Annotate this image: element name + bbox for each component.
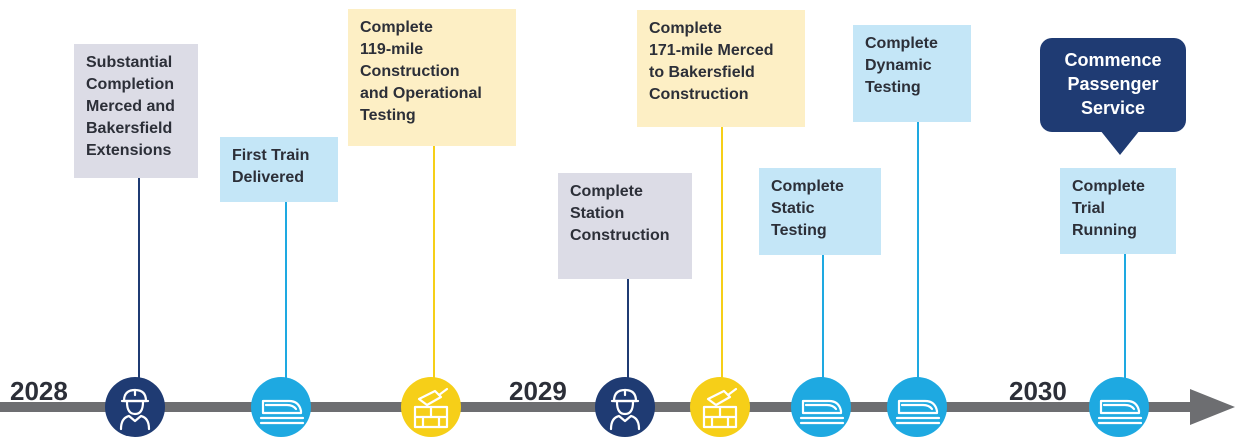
train-icon [791,377,851,437]
connector-line [822,255,824,382]
connector-line [1124,254,1126,382]
connector-line [433,146,435,382]
milestone-171-mile-construction: Complete 171-mile Merced to Bakersfield … [637,10,805,127]
connector-line [917,122,919,382]
year-label-2030: 2030 [1009,376,1067,406]
milestone-119-mile-construction: Complete 119-mile Construction and Opera… [348,9,516,146]
bricks-icon [690,377,750,437]
milestone-station-construction: Complete Station Construction [558,173,692,279]
year-label-2029: 2029 [509,376,567,406]
milestone-dynamic-testing: Complete Dynamic Testing [853,25,971,122]
milestone-trial-running: Complete Trial Running [1060,168,1176,254]
year-label-2028: 2028 [10,376,68,406]
worker-icon [595,377,655,437]
connector-line [138,178,140,382]
worker-icon [105,377,165,437]
connector-line [721,127,723,382]
train-icon [251,377,311,437]
bricks-icon [401,377,461,437]
train-icon [1089,377,1149,437]
train-icon [887,377,947,437]
milestone-first-train-delivered: First Train Delivered [220,137,338,202]
milestone-static-testing: Complete Static Testing [759,168,881,255]
milestone-substantial-completion: Substantial Completion Merced and Bakers… [74,44,198,178]
connector-line [285,202,287,382]
milestone-passenger-service: Commence Passenger Service [1040,38,1186,132]
callout-pointer [1100,130,1140,155]
connector-line [627,279,629,382]
